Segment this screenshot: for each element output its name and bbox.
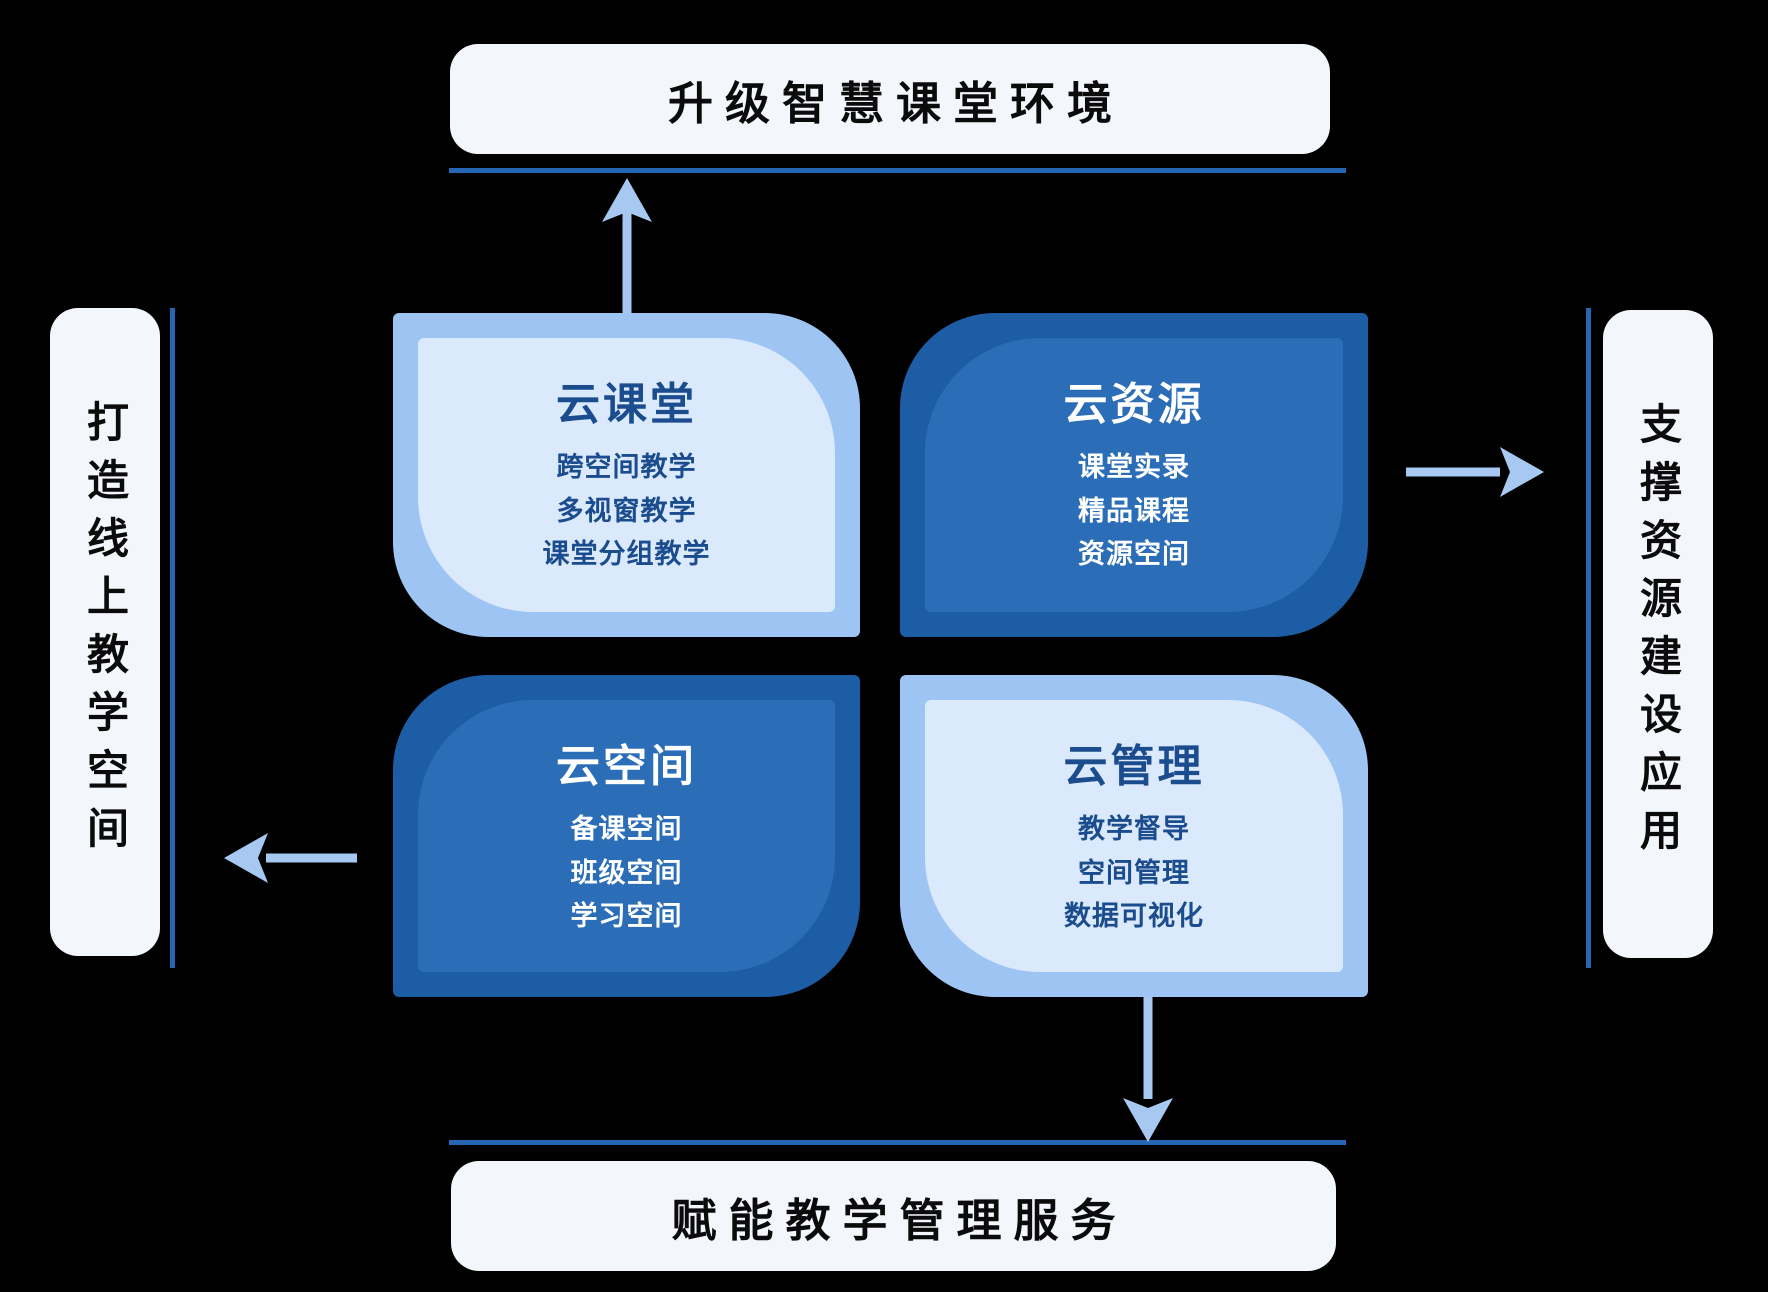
- card-cloud-resources: 云资源 课堂实录 精品课程 资源空间: [900, 313, 1368, 637]
- left-arrow-icon: [224, 833, 357, 883]
- card-cloud-space: 云空间 备课空间 班级空间 学习空间: [393, 675, 860, 997]
- card-title: 云资源: [1063, 380, 1205, 429]
- card-item: 跨空间教学: [556, 452, 697, 482]
- up-arrow-icon: [602, 178, 652, 313]
- top-banner: 升级智慧课堂环境: [450, 44, 1330, 154]
- right-divider-line: [1586, 308, 1591, 968]
- card-title: 云管理: [1063, 742, 1205, 791]
- card-title: 云空间: [556, 742, 697, 791]
- right-banner-label: 支撑资源建设应用: [1634, 402, 1682, 866]
- card-cloud-resources-panel: [925, 338, 1343, 612]
- card-title: 云课堂: [556, 380, 697, 429]
- card-cloud-space-panel: [418, 700, 835, 972]
- card-item: 资源空间: [1078, 539, 1190, 569]
- left-banner: 打造线上教学空间: [50, 308, 160, 956]
- top-divider-line: [449, 168, 1346, 173]
- left-banner-label: 打造线上教学空间: [81, 400, 129, 864]
- card-item: 课堂实录: [1078, 452, 1190, 482]
- card-cloud-classroom: 云课堂 跨空间教学 多视窗教学 课堂分组教学: [393, 313, 860, 637]
- card-item: 多视窗教学: [556, 496, 697, 526]
- right-arrow-icon: [1406, 447, 1544, 497]
- card-cloud-classroom-panel: [418, 338, 835, 612]
- card-item: 课堂分组教学: [542, 539, 711, 569]
- card-item: 教学督导: [1078, 814, 1190, 844]
- card-item: 备课空间: [570, 814, 683, 844]
- bottom-banner-label: 赋能教学管理服务: [671, 1194, 1128, 1246]
- bottom-banner: 赋能教学管理服务: [451, 1161, 1336, 1271]
- card-cloud-management: 云管理 教学督导 空间管理 数据可视化: [900, 675, 1368, 997]
- card-item: 数据可视化: [1064, 901, 1204, 931]
- top-banner-label: 升级智慧课堂环境: [667, 77, 1124, 129]
- bottom-divider-line: [449, 1140, 1346, 1145]
- card-item: 班级空间: [570, 858, 683, 888]
- left-divider-line: [170, 308, 175, 968]
- right-banner: 支撑资源建设应用: [1603, 310, 1713, 958]
- card-item: 学习空间: [570, 901, 683, 931]
- card-cloud-management-panel: [925, 700, 1343, 972]
- card-item: 空间管理: [1078, 858, 1190, 888]
- card-item: 精品课程: [1078, 496, 1190, 526]
- down-arrow-icon: [1123, 997, 1173, 1142]
